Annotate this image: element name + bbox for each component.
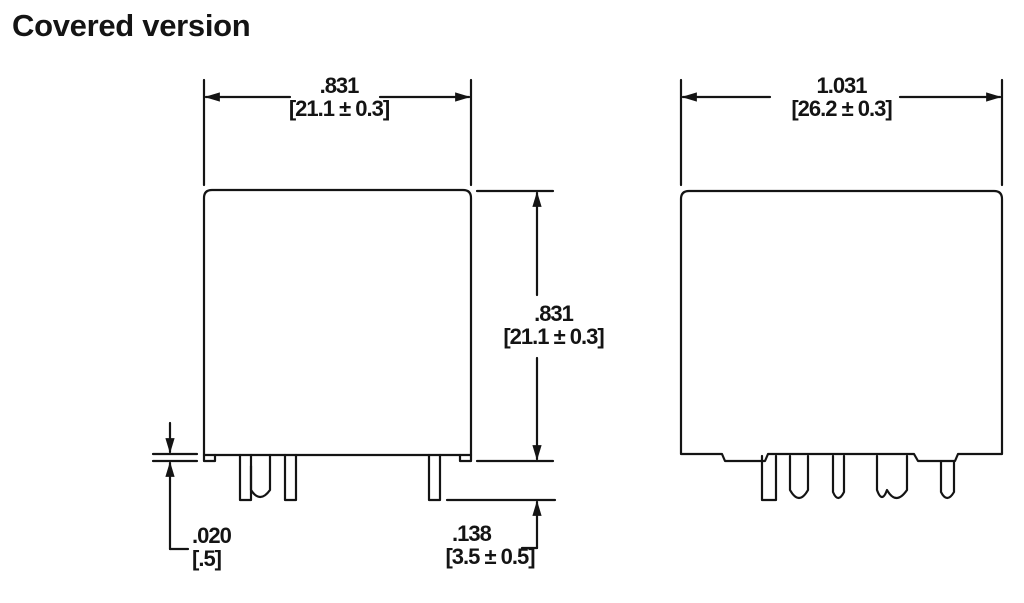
pin-length-mm: [3.5 ± 0.5]	[445, 544, 535, 569]
side-width-inch: 1.031	[816, 73, 867, 98]
side-width-label: 1.031 [26.2 ± 0.3]	[772, 74, 911, 120]
front-pin-length-label: .138 [3.5 ± 0.5]	[428, 522, 552, 568]
front-height-dimension	[475, 189, 555, 463]
side-view-pins	[760, 454, 956, 502]
front-width-mm: [21.1 ± 0.3]	[288, 96, 390, 121]
side-width-mm: [26.2 ± 0.3]	[791, 96, 892, 121]
front-standoff-label: .020 [.5]	[190, 524, 233, 570]
page-title: Covered version	[12, 8, 251, 43]
standoff-mm: [.5]	[192, 546, 222, 571]
front-view-pins	[238, 453, 442, 502]
standoff-inch: .020	[192, 523, 232, 548]
side-width-dimension	[679, 78, 1004, 187]
front-height-label: .831 [21.1 ± 0.3]	[484, 302, 623, 348]
pin-length-inch: .138	[452, 521, 492, 546]
front-view-relay-body	[202, 188, 473, 463]
front-standoff-dimension	[151, 421, 199, 551]
front-width-inch: .831	[319, 73, 360, 98]
front-height-mm: [21.1 ± 0.3]	[503, 324, 604, 349]
front-width-dimension	[202, 78, 473, 187]
side-view-relay-body	[679, 189, 1004, 463]
front-height-inch: .831	[534, 301, 574, 326]
front-width-label: .831 [21.1 ± 0.3]	[272, 74, 406, 120]
front-pin-length-dimension	[445, 498, 557, 550]
